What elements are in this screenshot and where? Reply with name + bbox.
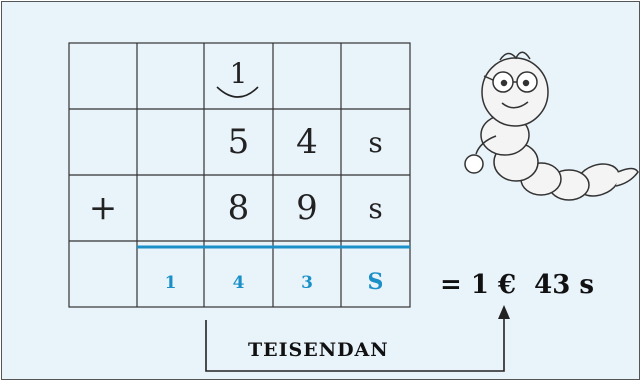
sum-unit: S (341, 249, 410, 307)
cell-r0-c1 (137, 43, 204, 109)
cell-r2-c1 (137, 175, 204, 241)
addend2-digit-tens: 8 (204, 175, 273, 241)
result-expression: = 1 € 43 s (440, 270, 594, 300)
addend1-unit: s (341, 109, 410, 175)
addend1-digit-ones: 4 (273, 109, 341, 175)
sum-digit-hundreds: 1 (137, 249, 204, 307)
cell-r0-c4 (341, 43, 410, 109)
worm-with-glasses-icon (465, 52, 638, 201)
sum-digit-tens: 4 (204, 249, 273, 307)
plus-sign: + (69, 175, 137, 241)
bracket-label: TEISENDAN (248, 339, 389, 361)
sum-digit-ones: 3 (273, 249, 341, 307)
cell-r0-c3 (273, 43, 341, 109)
carry-digit: 1 (204, 43, 273, 109)
addend2-unit: s (341, 175, 410, 241)
cell-r0-c0 (69, 43, 137, 109)
addend1-digit-tens: 5 (204, 109, 273, 175)
bracket-arrowhead (498, 305, 510, 319)
cell-r1-c0 (69, 109, 137, 175)
cell-r1-c1 (137, 109, 204, 175)
addend2-digit-ones: 9 (273, 175, 341, 241)
cell-r3-c0 (69, 249, 137, 307)
